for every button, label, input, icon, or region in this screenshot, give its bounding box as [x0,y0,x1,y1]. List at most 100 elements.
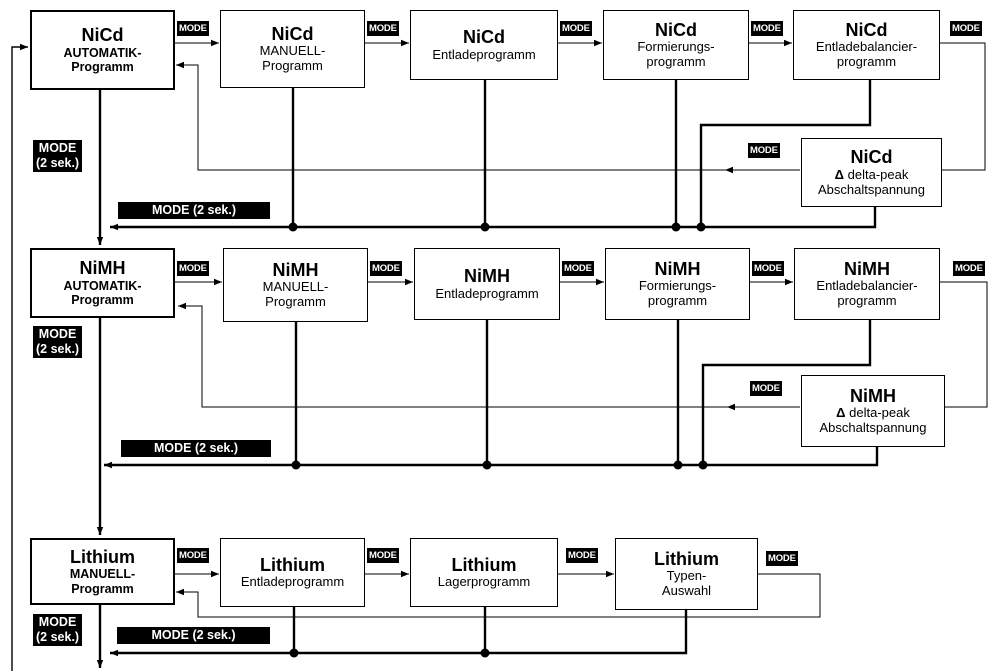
box-subtitle: MANUELL- [262,279,329,295]
box-subtitle: Abschaltspannung [819,420,927,436]
mode-tag: MODE [560,21,592,36]
box-subtitle: MANUELL- [69,567,136,582]
nimh-to-delta-line [940,281,988,408]
box-title: NiCd [463,27,505,48]
nicd-to-delta-line [940,42,986,171]
box-subtitle: programm [646,54,706,70]
mode-tag: MODE [950,21,982,36]
box-subtitle: Abschaltspannung [818,181,925,197]
box-subtitle: Typen- [666,568,707,584]
junction-dot [480,222,490,232]
lithium-2sek-return [110,610,688,657]
marker-line: (2 sek.) [36,630,80,644]
box-title: NiCd [81,25,124,46]
delta-text: delta-peak [847,166,909,182]
box-subtitle: AUTOMATIK- [63,278,142,293]
nimh-delta-box: NiMH Δ delta-peak Abschaltspannung [801,375,945,447]
lithium-manuell-box: Lithium MANUELL- Programm [30,538,175,605]
junction-dot [696,222,706,232]
box-subtitle: Programm [71,60,134,75]
box-title: NiMH [654,258,701,279]
box-title: Lithium [654,548,719,569]
mode-tag: MODE [177,21,209,36]
junction-dot [289,648,299,658]
mode-tag: MODE [953,261,985,276]
box-subtitle: Entladebalancier- [815,39,918,55]
nimh-automatik-box: NiMH AUTOMATIK- Programm [30,248,175,318]
box-title: NiCd [271,23,314,44]
marker-line: (2 sek.) [36,156,80,170]
box-title: NiCd [845,19,888,40]
box-subtitle: Programm [71,293,134,308]
mode-2sek-bar: MODE (2 sek.) [121,440,271,457]
box-subtitle: MANUELL- [259,43,326,59]
nimh-balancer-drop [701,320,872,465]
mode-tag: MODE [370,261,402,276]
junction-dot [698,460,708,470]
box-subtitle: AUTOMATIK- [63,45,142,60]
marker-line: MODE [38,327,77,341]
junction-dot [482,460,492,470]
box-subtitle: Programm [265,294,326,310]
marker-line: (2 sek.) [36,342,80,356]
nimh-manuell-box: NiMH MANUELL- Programm [223,248,368,322]
mode-tag: MODE [562,261,594,276]
mode-2sek-bar: MODE (2 sek.) [117,627,270,644]
box-subtitle: Entladebalancier- [816,278,918,294]
nimh-2sek-return [104,447,879,469]
mode-tag: MODE [367,21,399,36]
mode-tag: MODE [367,548,399,563]
mode-tag: MODE [748,143,780,158]
outer-loop-arrow [11,43,28,671]
box-title: NiMH [464,266,510,287]
box-subtitle: Programm [71,581,134,596]
nimh-formier-box: NiMH Formierungs- programm [605,248,750,320]
nicd-balancer-drop [699,80,872,227]
marker-line: MODE [38,615,77,629]
nimh-balancer-box: NiMH Entladebalancier- programm [794,248,940,320]
box-subtitle: Programm [262,58,323,74]
lithium-typen-box: Lithium Typen- Auswahl [615,538,758,610]
nicd-manuell-box: NiCd MANUELL- Programm [220,10,365,88]
junction-dot [673,460,683,470]
nicd-entlade-box: NiCd Entladeprogramm [410,10,558,80]
nicd-balancer-box: NiCd Entladebalancier- programm [793,10,940,80]
nicd-return-arrow [176,61,725,171]
nicd-automatik-box: NiCd AUTOMATIK- Programm [30,10,175,90]
box-subtitle: Δ delta-peak [836,405,910,421]
nicd-formier-box: NiCd Formierungs- programm [603,10,749,80]
box-title: Lithium [260,554,325,575]
box-title: NiCd [850,147,893,168]
junction-dot [671,222,681,232]
box-subtitle: Entladeprogramm [432,46,536,62]
box-title: Lithium [451,554,517,575]
lithium-return-arrow [176,573,821,618]
box-subtitle: Auswahl [661,583,712,599]
delta-icon: Δ [834,166,844,182]
marker-line: MODE [38,141,77,155]
box-title: NiMH [79,258,126,279]
box-subtitle: programm [837,293,897,309]
box-title: NiCd [655,19,697,40]
mode-2sek-bar: MODE (2 sek.) [118,202,270,219]
box-subtitle: programm [836,54,897,70]
box-title: NiMH [844,258,890,279]
box-subtitle: Formierungs- [638,278,717,294]
delta-text: delta-peak [849,405,910,421]
box-subtitle: Δ delta-peak [834,166,909,183]
box-subtitle: Entladeprogramm [240,574,345,590]
junction-dot [288,222,298,232]
nicd-delta-box: NiCd Δ delta-peak Abschaltspannung [801,138,942,207]
mode-tag: MODE [177,548,209,563]
box-subtitle: Formierungs- [637,39,715,55]
junction-dot [291,460,301,470]
nicd-2sek-return [110,207,877,231]
junction-dot [480,648,490,658]
mode-tag: MODE [752,261,784,276]
mode-2sek-marker: MODE (2 sek.) [33,140,83,172]
box-subtitle: Lagerprogramm [437,574,531,590]
nimh-entlade-box: NiMH Entladeprogramm [414,248,560,320]
box-title: Lithium [70,546,135,567]
mode-2sek-marker: MODE (2 sek.) [33,614,83,646]
